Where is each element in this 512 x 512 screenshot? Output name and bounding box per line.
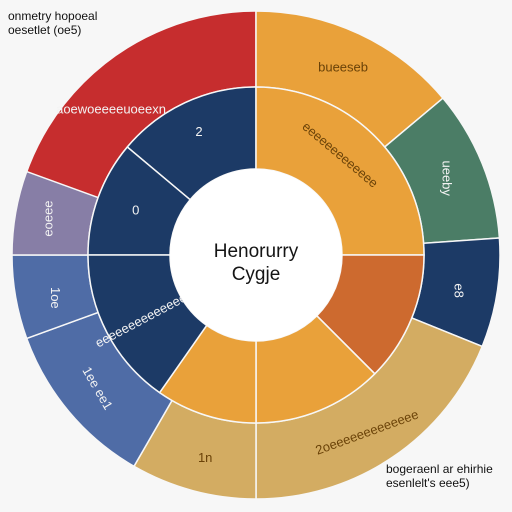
center-title-line-2: Cygje [232, 264, 281, 285]
top-left-note: onmetry hopoeal oesetlet (oe5) [8, 9, 97, 37]
bottom-right-note-line-1: bogeraenl ar ehirhie [386, 462, 493, 476]
top-left-note-line-1: onmetry hopoeal [8, 9, 98, 23]
outer-segment-label-steel-blue-left: 1oe [48, 287, 63, 309]
outer-segment-label-red: aoewoeeeeuoeexn [56, 101, 166, 116]
outer-segment-label-orange-top: bueeseb [318, 60, 368, 75]
top-left-note-line-2: oesetlet (oe5) [8, 23, 82, 37]
bottom-right-note-line-2: esenlelt's eee5) [386, 476, 470, 490]
outer-segment-label-tan-bottom: 1n [198, 450, 212, 465]
outer-segment-label-green: ueeby [440, 160, 455, 196]
bottom-right-note: bogeraenl ar ehirhie esenlelt's eee5) [386, 462, 493, 490]
center-title-line-1: Henorurry [214, 241, 299, 262]
center-circle [170, 169, 342, 341]
outer-segment-label-navy-right: e8 [451, 283, 466, 297]
outer-segment-label-lavender: eoeee [41, 200, 56, 236]
inner-segment-label-navy-top: 2 [195, 124, 202, 139]
inner-segment-label-navy-left: 0 [132, 203, 139, 218]
